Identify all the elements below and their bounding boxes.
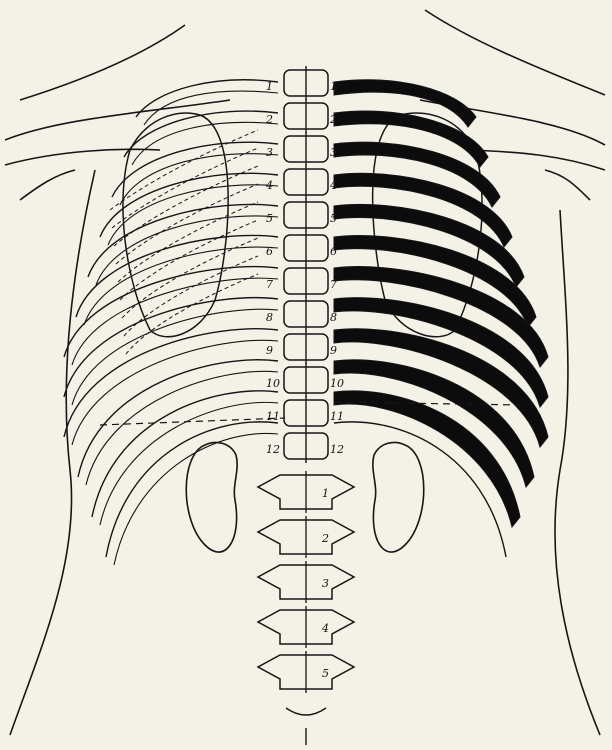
lumbar-label: 1 — [322, 487, 329, 500]
thoracic-label-right: 8 — [330, 311, 337, 324]
rib-left-lower-edge — [72, 340, 278, 445]
shoulder-right-outline — [420, 100, 605, 200]
thoracic-label-right: 4 — [329, 179, 337, 192]
rib-left-lower-edge — [86, 371, 278, 485]
lumbar-label: 5 — [322, 667, 329, 680]
hatch-line — [124, 256, 258, 336]
thoracic-label-left: 11 — [266, 410, 280, 423]
thoracic-label-left: 8 — [266, 311, 273, 324]
thoracic-label-left: 7 — [266, 278, 273, 291]
thoracic-label-right: 10 — [330, 377, 344, 390]
kidney-right — [373, 442, 424, 552]
thoracic-label-left: 10 — [266, 377, 280, 390]
hatch-line — [114, 166, 258, 246]
rib-left-lower-edge — [132, 122, 278, 165]
rib-left — [64, 329, 278, 437]
thoracic-label-right: 3 — [330, 146, 337, 159]
rib-left — [92, 391, 278, 517]
thoracic-label-left: 1 — [266, 80, 273, 93]
lumbar-label: 4 — [321, 622, 329, 635]
neck-right-outline — [425, 10, 605, 95]
thoracic-label-right: 2 — [329, 113, 337, 126]
thoracic-label-right: 12 — [330, 443, 344, 456]
thoracic-label-left: 5 — [266, 212, 273, 225]
thoracic-label-right: 11 — [330, 410, 344, 423]
lumbar-label: 2 — [321, 532, 329, 545]
thoracic-label-left: 6 — [266, 245, 273, 258]
thoracic-label-left: 2 — [265, 113, 273, 126]
sacrum-mark — [286, 708, 326, 715]
thoracic-label-left: 12 — [266, 443, 280, 456]
rib-left-lower-edge — [72, 278, 278, 365]
vertebral-column — [258, 66, 354, 745]
thoracic-label-left: 4 — [265, 179, 273, 192]
lumbar-label: 3 — [322, 577, 329, 590]
thoracic-label-left: 3 — [266, 146, 273, 159]
thoracic-label-right: 9 — [330, 344, 337, 357]
shoulder-left-outline — [5, 100, 230, 200]
thoracic-label-right: 7 — [330, 278, 337, 291]
hatch-line — [112, 148, 258, 228]
thoracic-label-right: 1 — [330, 80, 337, 93]
thoracic-label-right: 5 — [330, 212, 337, 225]
torso-right-outline — [555, 210, 600, 735]
neck-left-outline — [20, 25, 185, 100]
rib-left-lower-edge — [120, 154, 278, 205]
kidney-left — [186, 442, 237, 552]
rib-left-lower-edge — [84, 247, 278, 325]
thoracic-label-right: 6 — [330, 245, 337, 258]
thoracic-label-left: 9 — [266, 344, 273, 357]
torso-left-outline — [10, 170, 95, 735]
rib-left — [78, 360, 278, 477]
